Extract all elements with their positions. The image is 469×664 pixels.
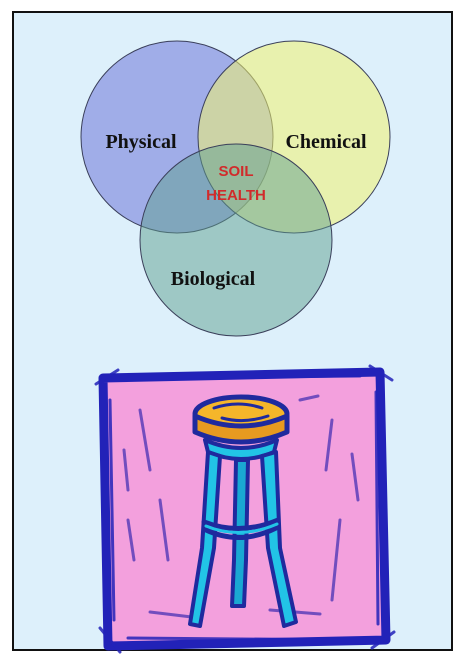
physical-label: Physical (105, 131, 177, 153)
three-legged-stool-icon (96, 366, 394, 652)
center-label-health: HEALTH (206, 187, 266, 204)
biological-label: Biological (171, 268, 256, 290)
soil-health-venn-diagram: Physical Chemical Biological SOIL HEALTH (81, 41, 390, 336)
center-label-soil: SOIL (218, 163, 253, 180)
chemical-label: Chemical (285, 131, 367, 153)
